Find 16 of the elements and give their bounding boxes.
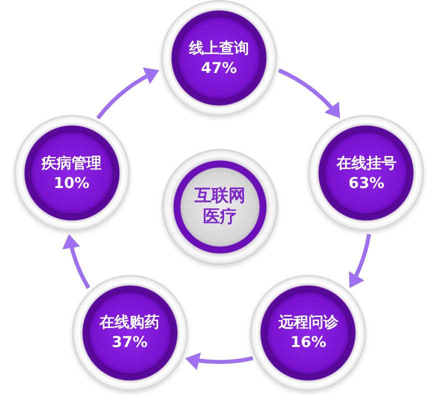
percent-value: 63% <box>348 172 384 193</box>
node-title: 在线购药 <box>100 313 160 332</box>
node-title: 远程问诊 <box>278 313 338 332</box>
arrow <box>278 68 340 118</box>
percent-value: 37% <box>112 332 148 352</box>
arrow <box>96 67 160 120</box>
percent-value: 16% <box>290 332 326 352</box>
arrow <box>62 234 90 289</box>
percent-value: 47% <box>201 58 237 78</box>
node-title: 线上查询 <box>189 38 249 58</box>
arrow <box>348 234 372 288</box>
node-title: 疾病管理 <box>42 154 102 173</box>
percent-value: 10% <box>54 172 90 193</box>
arrow <box>185 352 254 370</box>
node-title: 在线挂号 <box>336 154 396 173</box>
center-title: 互联网医疗 <box>193 186 246 228</box>
